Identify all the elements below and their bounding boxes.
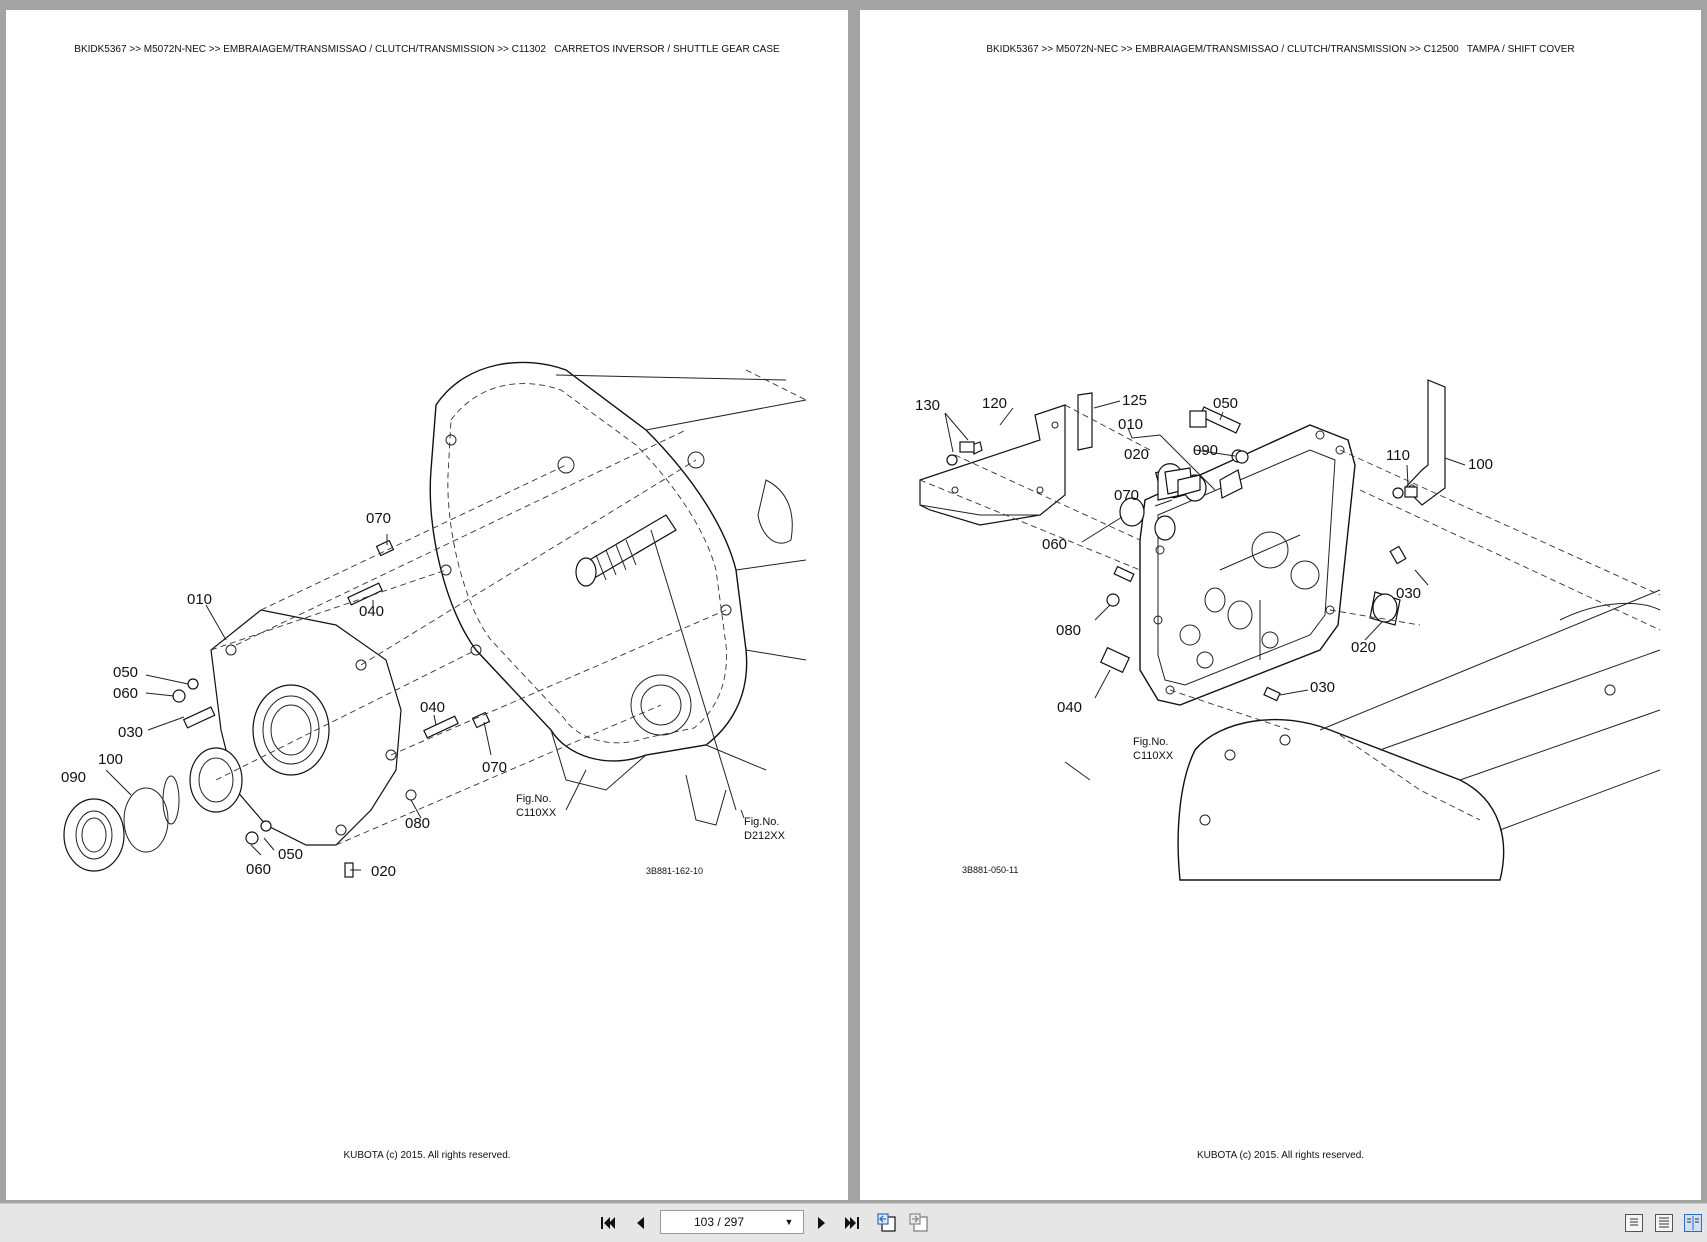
transmission-housing <box>1177 589 1661 881</box>
snap-rings <box>123 775 180 853</box>
small-parts <box>946 406 1418 702</box>
left-page-footer: KUBOTA (c) 2015. All rights reserved. <box>343 1150 511 1161</box>
shuttle-cover <box>210 609 402 846</box>
fig-ref-label-c110: Fig.No. <box>1133 736 1168 748</box>
oil-seal <box>63 798 125 872</box>
go-back-button[interactable] <box>875 1212 899 1234</box>
continuous-view-icon <box>1659 1217 1669 1228</box>
single-page-view-button[interactable] <box>1625 1214 1643 1232</box>
right-page: BKIDK5367 >> M5072N-NEC >> EMBRAIAGEM/TR… <box>860 10 1701 1200</box>
callout-020-upper: 020 <box>1124 446 1149 463</box>
right-page-footer: KUBOTA (c) 2015. All rights reserved. <box>1196 1150 1365 1161</box>
assembly-lines <box>210 429 727 846</box>
bracket-100 <box>1404 379 1446 506</box>
assembly-lines <box>919 404 1661 731</box>
callout-040: 040 <box>1057 699 1082 716</box>
viewer-toolbar: ▼ <box>0 1203 1707 1242</box>
callout-050: 050 <box>1213 395 1238 412</box>
transmission-housing <box>429 361 807 826</box>
callout-020-lower: 020 <box>1351 639 1376 656</box>
input-shaft <box>575 514 737 811</box>
fig-ref-label-d212: Fig.No. <box>744 816 779 828</box>
plate-125 <box>1077 392 1093 451</box>
page-number-input[interactable] <box>661 1215 777 1229</box>
bracket-120 <box>919 404 1066 526</box>
callout-030-upper: 030 <box>1396 585 1421 602</box>
callout-130: 130 <box>915 397 940 414</box>
callout-050-lower: 050 <box>278 846 303 863</box>
first-page-button[interactable] <box>596 1212 620 1234</box>
go-forward-button[interactable] <box>907 1212 931 1234</box>
callout-080: 080 <box>1056 622 1081 639</box>
continuous-view-button[interactable] <box>1655 1214 1673 1232</box>
callout-070: 070 <box>1114 487 1139 504</box>
last-page-button[interactable] <box>840 1212 864 1234</box>
drawing-code: 3B881-162-10 <box>646 866 703 876</box>
leader-lines <box>105 534 745 871</box>
callout-040-upper: 040 <box>359 603 384 620</box>
previous-page-icon <box>637 1217 644 1229</box>
callout-030-lower: 030 <box>1310 679 1335 696</box>
drawing-code: 3B881-050-11 <box>962 865 1018 875</box>
page-selector[interactable]: ▼ <box>660 1210 804 1234</box>
single-page-view-icon <box>1630 1218 1638 1226</box>
last-page-icon <box>845 1217 859 1229</box>
callout-060-lower: 060 <box>246 861 271 878</box>
next-page-button[interactable] <box>810 1212 834 1234</box>
callout-070-lower: 070 <box>482 759 507 776</box>
callout-080: 080 <box>405 815 430 832</box>
fig-ref-code-d212: D212XX <box>744 830 786 842</box>
callout-020: 020 <box>371 863 396 880</box>
leader-lines <box>944 400 1466 781</box>
left-page-breadcrumb: BKIDK5367 >> M5072N-NEC >> EMBRAIAGEM/TR… <box>74 44 780 55</box>
small-parts <box>172 539 491 878</box>
callout-090: 090 <box>1193 442 1218 459</box>
callout-090: 090 <box>61 769 86 786</box>
callout-060-upper: 060 <box>113 685 138 702</box>
callout-060: 060 <box>1042 536 1067 553</box>
shift-cover-diagram: 130 120 125 050 010 020 090 110 100 070 … <box>915 379 1661 881</box>
callout-040-lower: 040 <box>420 699 445 716</box>
callout-030: 030 <box>118 724 143 741</box>
chevron-down-icon[interactable]: ▼ <box>784 1217 794 1227</box>
shift-cover-body <box>1139 424 1356 706</box>
two-page-view-button[interactable] <box>1684 1214 1702 1232</box>
go-back-icon <box>877 1213 896 1232</box>
callout-100: 100 <box>98 751 123 768</box>
right-page-breadcrumb: BKIDK5367 >> M5072N-NEC >> EMBRAIAGEM/TR… <box>986 44 1575 55</box>
two-page-view-icon <box>1687 1216 1699 1230</box>
callout-050-upper: 050 <box>113 664 138 681</box>
callout-120: 120 <box>982 395 1007 412</box>
first-page-icon <box>601 1217 615 1229</box>
go-forward-icon <box>909 1213 928 1232</box>
left-page: BKIDK5367 >> M5072N-NEC >> EMBRAIAGEM/TR… <box>6 10 848 1200</box>
next-page-icon <box>818 1217 825 1229</box>
fig-ref-label-c110: Fig.No. <box>516 793 551 805</box>
previous-page-button[interactable] <box>628 1212 652 1234</box>
callout-125: 125 <box>1122 392 1147 409</box>
callout-010: 010 <box>1118 416 1143 433</box>
fig-ref-code-c110: C110XX <box>516 807 557 819</box>
callout-010: 010 <box>187 591 212 608</box>
fig-ref-code-c110: C110XX <box>1133 750 1174 762</box>
callout-070-upper: 070 <box>366 510 391 527</box>
callout-110: 110 <box>1386 447 1410 464</box>
shuttle-gear-case-diagram: 070 040 010 050 060 030 100 090 040 070 … <box>61 361 807 880</box>
callout-100: 100 <box>1468 456 1493 473</box>
